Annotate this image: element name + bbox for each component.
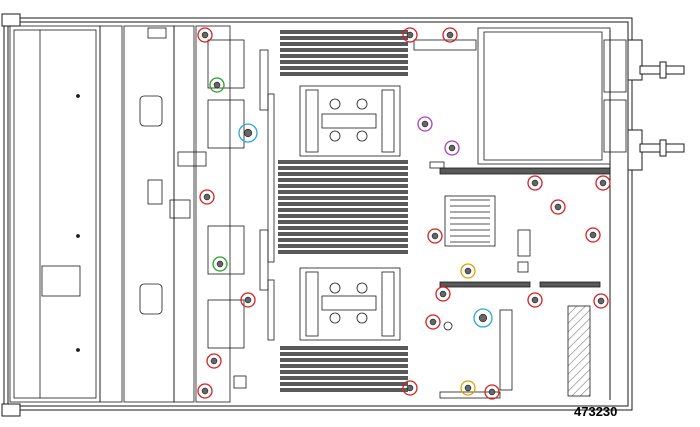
screw-cyan-20 xyxy=(473,308,493,328)
screw-red-11 xyxy=(427,228,443,244)
chassis xyxy=(1,13,685,417)
screw-yellow-14 xyxy=(460,263,476,279)
screw-red-23 xyxy=(402,380,418,396)
screw-red-18 xyxy=(593,293,609,309)
screw-red-15 xyxy=(240,292,256,308)
front-drive-bay xyxy=(9,25,101,403)
connector-strip xyxy=(267,93,275,341)
screw-green-13 xyxy=(212,256,228,272)
screw-purple-4 xyxy=(444,140,460,156)
screw-red-0 xyxy=(197,27,213,43)
screw-green-5 xyxy=(209,77,225,93)
screw-purple-3 xyxy=(417,116,433,132)
motherboard-area xyxy=(429,161,611,399)
screw-red-2 xyxy=(442,27,458,43)
riser-slot-hatched xyxy=(567,305,591,397)
screw-red-17 xyxy=(527,292,543,308)
screw-red-16 xyxy=(435,286,451,302)
screw-red-12 xyxy=(585,227,601,243)
screw-red-19 xyxy=(425,314,441,330)
screw-red-21 xyxy=(206,353,222,369)
screw-red-9 xyxy=(595,175,611,191)
cpu-heatsink-1 xyxy=(299,85,401,157)
screw-callouts xyxy=(197,27,611,400)
screw-red-22 xyxy=(197,383,213,399)
screw-red-7 xyxy=(199,189,215,205)
screw-yellow-24 xyxy=(460,380,476,396)
power-supply-bay xyxy=(413,27,627,165)
cpu-heatsink-2 xyxy=(299,267,401,341)
backplane xyxy=(99,25,231,403)
dimm-banks xyxy=(278,30,408,392)
figure-number: 473230 xyxy=(574,404,618,419)
screw-red-8 xyxy=(527,175,543,191)
screw-red-10 xyxy=(550,199,566,215)
screw-red-1 xyxy=(402,27,418,43)
screw-red-25 xyxy=(484,384,500,400)
screw-cyan-6 xyxy=(238,123,258,143)
